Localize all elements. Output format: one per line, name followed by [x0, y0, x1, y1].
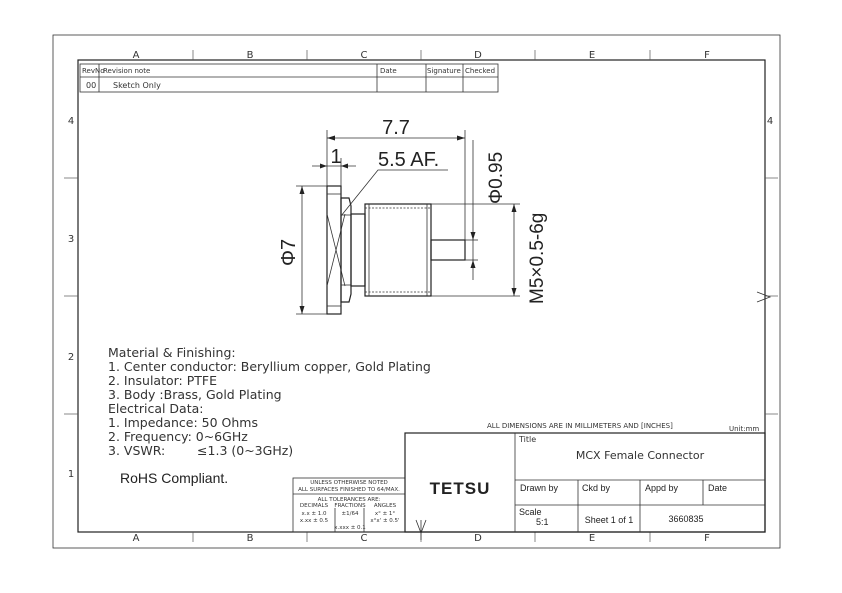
- rev-header-date: Date: [380, 67, 397, 75]
- company-logo: TETSU: [430, 479, 491, 498]
- revision-table: RevNo Revision note Date Signature Check…: [79, 63, 499, 93]
- note-line-2: 2. Insulator: PTFE: [108, 373, 217, 388]
- zone-col-e: E: [589, 50, 595, 61]
- zone-col-c-bottom: C: [361, 533, 368, 544]
- note-line-0: Material & Finishing:: [108, 345, 236, 360]
- title-label: Title: [518, 435, 536, 444]
- center-pin: [430, 239, 466, 261]
- ckd-by-label: Ckd by: [582, 483, 611, 493]
- rev-header-note: Revision note: [103, 67, 150, 75]
- dim-thread: M5×0.5-6g: [527, 213, 548, 304]
- outer-border: [52, 34, 781, 549]
- zone-col-c: C: [361, 50, 368, 61]
- zone-col-a-bottom: A: [133, 533, 140, 544]
- drawing-title: MCX Female Connector: [576, 449, 705, 462]
- dim-overall-length: 7.7: [382, 117, 410, 139]
- unit-label: Unit:mm: [729, 425, 759, 433]
- dim-across-flats: 5.5 AF.: [378, 149, 439, 171]
- dim-flange-thickness: 1: [330, 146, 341, 168]
- note-line-3: 3. Body :Brass, Gold Plating: [108, 387, 282, 402]
- rev-header-signature: Signature: [427, 67, 461, 75]
- rev-row-0-rev: 00: [86, 81, 96, 90]
- dim-flange-diameter: Φ7: [278, 239, 300, 266]
- zone-row-2: 2: [68, 352, 74, 363]
- tol-col-decimals: DECIMALS: [300, 503, 329, 509]
- zone-col-f-bottom: F: [704, 533, 710, 544]
- tol-line-2: ALL SURFACES FINISHED TO 64/MAX.: [298, 487, 400, 493]
- zone-col-d-bottom: D: [474, 533, 482, 544]
- flange: [326, 185, 342, 315]
- part-number: 3660835: [668, 514, 703, 524]
- dimension-lines: [296, 130, 520, 315]
- tol-dec-1: x.x ± 1.0: [301, 511, 327, 517]
- date-label: Date: [708, 483, 727, 493]
- zone-col-f: F: [704, 50, 710, 61]
- tol-ang-1: x° ± 1°: [375, 511, 396, 517]
- connector-drawing: [326, 185, 466, 315]
- rev-header-checked: Checked: [465, 67, 495, 75]
- tol-xxx: x.xxx ± 0.1: [334, 525, 366, 531]
- zone-row-4: 4: [68, 116, 74, 127]
- rev-row-0-note: Sketch Only: [113, 81, 161, 90]
- title-block: ALL DIMENSIONS ARE IN MILLIMETERS AND [I…: [404, 422, 766, 533]
- tol-frac-1: ±1/64: [342, 511, 359, 517]
- neck: [350, 213, 366, 287]
- zone-col-b: B: [247, 50, 254, 61]
- material-notes: Material & Finishing: 1. Center conducto…: [108, 345, 431, 458]
- rohs-note: RoHS Compliant.: [120, 470, 228, 486]
- zone-col-b-bottom: B: [247, 533, 254, 544]
- tolerance-block: UNLESS OTHERWISE NOTED ALL SURFACES FINI…: [292, 477, 406, 533]
- note-line-5: 1. Impedance: 50 Ohms: [108, 415, 258, 430]
- scale-label: Scale: [519, 507, 542, 517]
- tol-ang-2: x°x' ± 0.5': [370, 518, 399, 524]
- centering-arrow-right: [756, 291, 772, 303]
- sheet-number: Sheet 1 of 1: [585, 515, 634, 525]
- note-line-4: Electrical Data:: [108, 401, 203, 416]
- zone-col-e-bottom: E: [589, 533, 595, 544]
- zone-col-d: D: [474, 50, 482, 61]
- zone-row-1: 1: [68, 469, 74, 480]
- appd-by-label: Appd by: [645, 483, 679, 493]
- tol-dec-2: x.xx ± 0.5: [300, 518, 329, 524]
- note-line-6: 2. Frequency: 0~6GHz: [108, 429, 248, 444]
- tol-line-1: UNLESS OTHERWISE NOTED: [310, 480, 388, 486]
- tol-line-3: ALL TOLERANCES ARE:: [318, 497, 381, 503]
- units-note: ALL DIMENSIONS ARE IN MILLIMETERS AND [I…: [487, 422, 673, 430]
- drawn-by-label: Drawn by: [520, 483, 559, 493]
- dim-pin-diameter: Φ0.95: [486, 152, 507, 204]
- scale-value: 5:1: [536, 517, 549, 527]
- note-line-7: 3. VSWR: ≤1.3 (0~3GHz): [108, 443, 293, 458]
- tol-col-angles: ANGLES: [374, 503, 397, 509]
- threaded-body: [364, 203, 432, 297]
- note-line-1: 1. Center conductor: Beryllium copper, G…: [108, 359, 431, 374]
- zone-row-4-right: 4: [767, 116, 773, 127]
- rev-header-revno: RevNo: [82, 67, 105, 75]
- zone-row-3: 3: [68, 234, 74, 245]
- tol-col-fractions: FRACTIONS: [334, 503, 366, 509]
- hex-section: [340, 197, 352, 303]
- zone-col-a: A: [133, 50, 140, 61]
